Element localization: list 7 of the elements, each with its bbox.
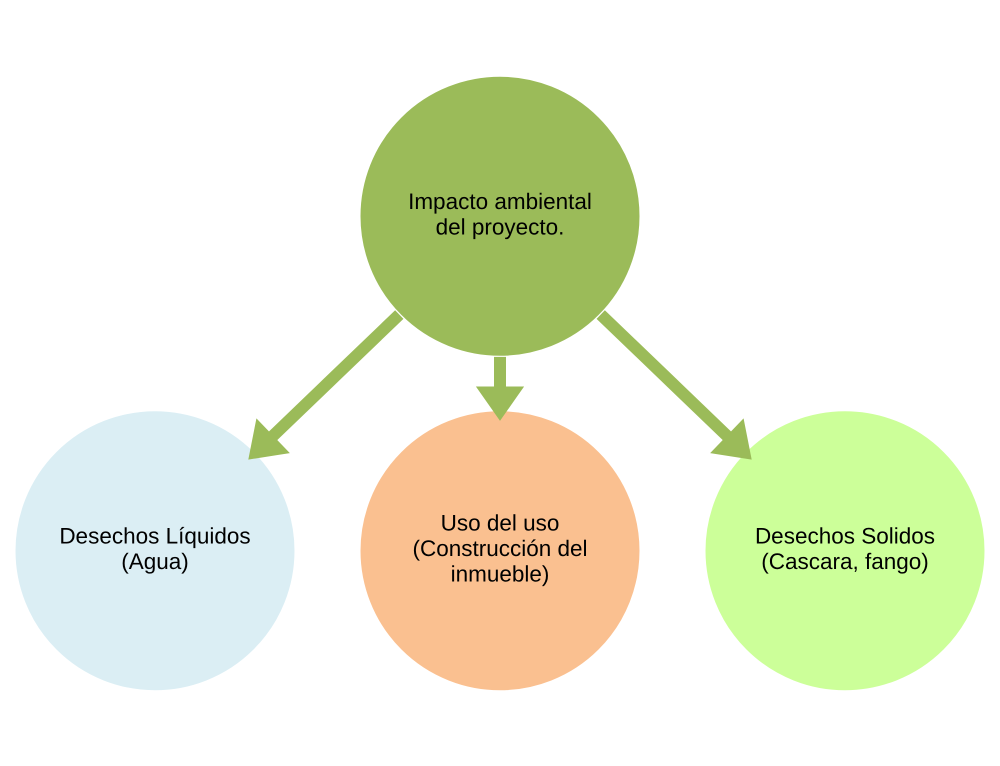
- arrow: [476, 356, 524, 420]
- arrow: [596, 310, 752, 460]
- node-circle: Impacto ambiental del proyecto.: [359, 74, 641, 357]
- node-circle: Uso del uso (Construcción del inmueble): [359, 409, 641, 692]
- node-circle: Desechos Solidos (Cascara, fango): [704, 409, 986, 692]
- node-circle: Desechos Líquidos (Agua): [14, 409, 296, 692]
- arrow: [248, 310, 404, 460]
